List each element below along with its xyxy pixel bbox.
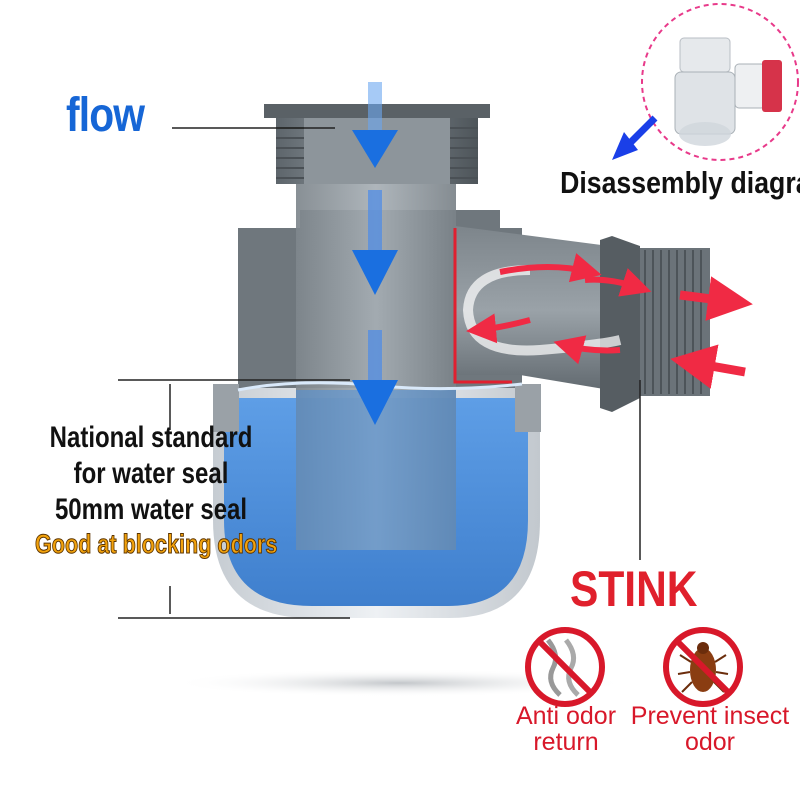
cup-rim-left bbox=[213, 384, 239, 432]
stink-label: STINK bbox=[570, 561, 698, 617]
standard-line-2: for water seal bbox=[73, 457, 229, 490]
flow-label: flow bbox=[66, 89, 145, 142]
outlet-nut bbox=[600, 236, 640, 412]
leader-lines bbox=[118, 127, 641, 619]
cup-rim-right bbox=[515, 384, 541, 432]
flow-arrows bbox=[352, 82, 398, 425]
prevent-insect-odor-caption: Prevent insect odor bbox=[630, 702, 790, 756]
standard-line-3: 50mm water seal bbox=[54, 493, 248, 526]
inset-pointer-arrow bbox=[625, 115, 658, 148]
no-odor-icon bbox=[525, 627, 605, 707]
disassembly-inset bbox=[641, 3, 799, 161]
water-seal-description: National standard for water seal 50mm wa… bbox=[35, 420, 278, 560]
standard-line-1: National standard bbox=[49, 421, 253, 454]
outlet-highlight bbox=[453, 228, 512, 384]
disassembly-diagram-label: Disassembly diagram bbox=[560, 165, 800, 200]
outlet-threaded-end bbox=[640, 248, 710, 396]
floor-shadow bbox=[170, 669, 630, 697]
inset-pointer-arrowhead bbox=[612, 132, 638, 160]
no-cockroach-icon bbox=[663, 627, 743, 707]
blocking-odors-tagline: Good at blocking odors bbox=[35, 529, 278, 560]
anti-odor-return-caption: Anti odor return bbox=[515, 702, 617, 756]
odor-blocking-arrows bbox=[462, 253, 753, 389]
